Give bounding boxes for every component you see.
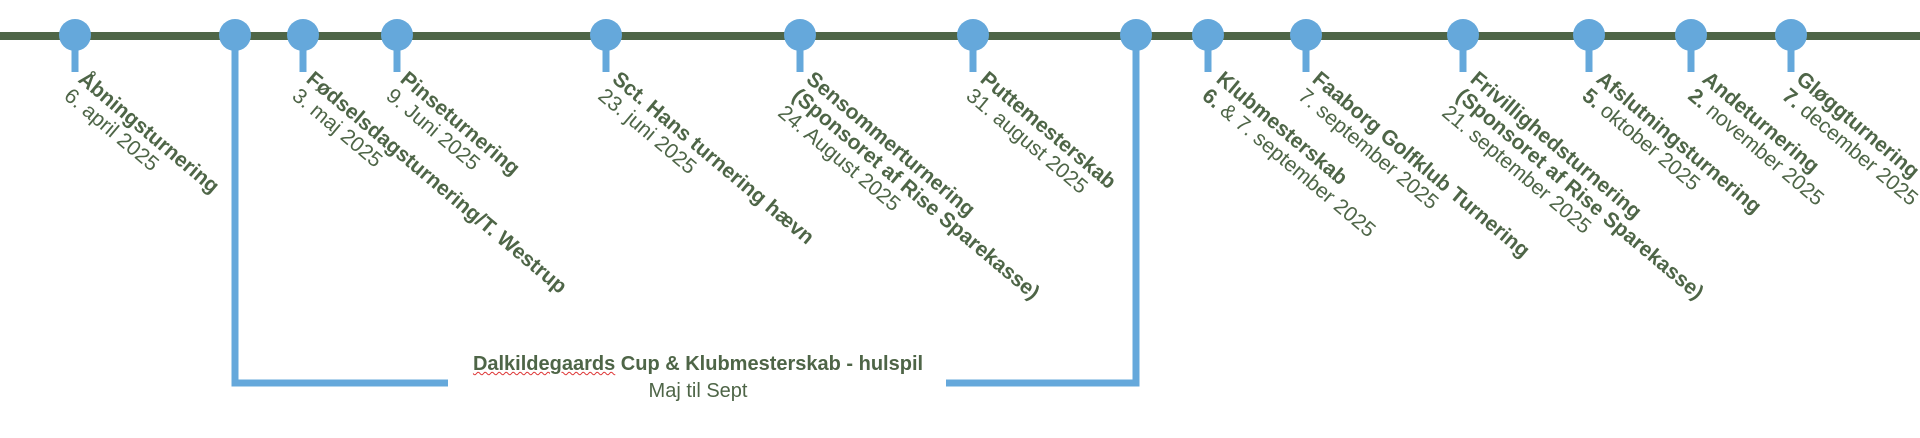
cup-marker bbox=[1120, 19, 1152, 51]
marker-stem bbox=[299, 36, 307, 72]
marker-stem bbox=[1302, 36, 1310, 72]
marker-stem bbox=[1204, 36, 1212, 72]
event-marker bbox=[1573, 19, 1605, 51]
event-marker bbox=[1447, 19, 1479, 51]
cup-period: Maj til Sept bbox=[648, 380, 748, 402]
marker-stem bbox=[1687, 36, 1695, 72]
marker-stem bbox=[796, 36, 804, 72]
event-marker bbox=[784, 19, 816, 51]
event-marker bbox=[1675, 19, 1707, 51]
marker-stem bbox=[1459, 36, 1467, 72]
marker-stem bbox=[1585, 36, 1593, 72]
event-marker bbox=[1192, 19, 1224, 51]
event-marker bbox=[381, 19, 413, 51]
event-marker bbox=[957, 19, 989, 51]
marker-stem bbox=[71, 36, 79, 72]
cup-title-name: Dalkildegaards bbox=[472, 353, 616, 375]
cup-title-rest: Cup & Klubmesterskab - hulspil bbox=[615, 353, 924, 375]
cup-marker bbox=[219, 19, 251, 51]
marker-stem bbox=[1787, 36, 1795, 72]
marker-stem bbox=[969, 36, 977, 72]
cup-bracket-left bbox=[231, 44, 448, 387]
event-marker bbox=[1290, 19, 1322, 51]
event-marker bbox=[59, 19, 91, 51]
cup-title: Dalkildegaards Cup & Klubmesterskab - hu… bbox=[448, 351, 948, 377]
event-marker bbox=[590, 19, 622, 51]
cup-bracket-right bbox=[946, 44, 1140, 387]
marker-stem bbox=[393, 36, 401, 72]
marker-stem bbox=[602, 36, 610, 72]
event-marker bbox=[1775, 19, 1807, 51]
event-marker bbox=[287, 19, 319, 51]
cup-caption: Dalkildegaards Cup & Klubmesterskab - hu… bbox=[448, 351, 948, 405]
